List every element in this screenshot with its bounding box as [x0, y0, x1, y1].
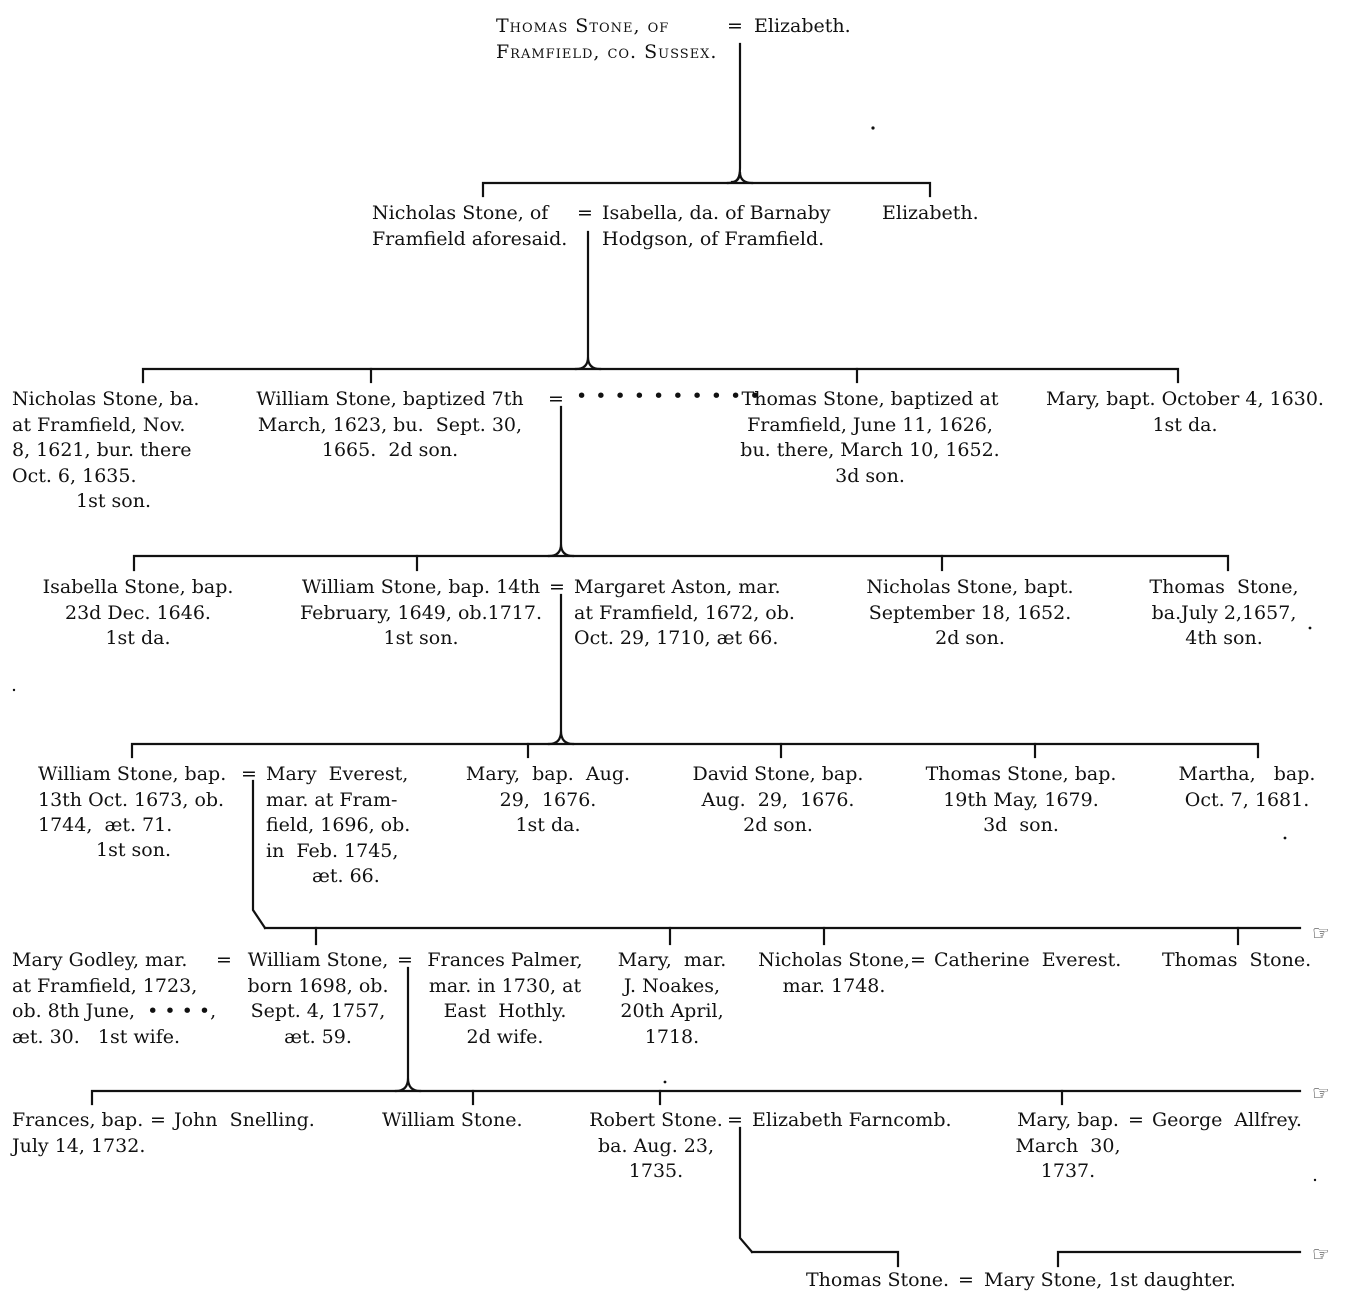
person-william-stone-gen7: William Stone. [382, 1109, 523, 1131]
sibling-bar [90, 1089, 1302, 1106]
person-robert-stone: Robert Stone. ba. Aug. 23, 1735. [589, 1109, 723, 1182]
person-elizabeth-gen2: Elizabeth. [882, 202, 979, 224]
descent-line [251, 779, 267, 930]
person-elizabeth-farncomb: Elizabeth Farncomb. [752, 1109, 952, 1131]
sibling-bar [481, 181, 932, 198]
person-frances-palmer: Frances Palmer, mar. in 1730, at East Ho… [427, 949, 583, 1048]
person-william-stone-gen4: William Stone, bap. 14th February, 1649,… [299, 576, 543, 649]
marriage-symbol: = [727, 15, 743, 37]
person-martha: Martha, bap. Oct. 7, 1681. [1178, 763, 1316, 811]
marriage-symbol: = [241, 763, 257, 785]
continuation-bar [750, 1250, 900, 1268]
marriage-symbol: = [958, 1269, 974, 1291]
person-william-stone-gen5: William Stone, bap. 13th Oct. 1673, ob. … [38, 763, 227, 836]
marriage-symbol: = [216, 949, 232, 971]
person-nicholas-stone-gen3: Nicholas Stone, ba. at Framfield, Nov. 8… [12, 388, 200, 487]
person-thomas-stone-gen3: Thomas Stone, baptized at Framfield, Jun… [740, 388, 1000, 487]
person-nicholas-stone-gen6: Nicholas Stone, mar. 1748. [758, 949, 910, 997]
person-thomas-stone-gen8: Thomas Stone. [806, 1269, 950, 1291]
person-mary-gen5: Mary, bap. Aug. 29, 1676. 1st da. [465, 763, 631, 836]
marriage-symbol: = [577, 202, 593, 224]
person-thomas-stone-gen6: Thomas Stone. [1162, 949, 1312, 971]
rank-label: 1st son. [96, 839, 171, 861]
sibling-bar [130, 742, 1260, 759]
pointing-hand-icon: ☞ [1312, 1242, 1330, 1266]
person-mary-godley: Mary Godley, mar. at Framfield, 1723, ob… [12, 949, 217, 1048]
person-mary-gen3: Mary, bapt. October 4, 1630. 1st da. [1046, 388, 1324, 436]
person-isabella-stone-gen4: Isabella Stone, bap. 23d Dec. 1646. 1st … [42, 576, 234, 649]
sibling-bar [141, 367, 1180, 384]
descent-line [730, 42, 742, 184]
person-david-stone: David Stone, bap. Aug. 29, 1676. 2d son. [692, 763, 864, 836]
person-thomas-stone-gen1: Thomas Stone, of Framfield, co. Sussex. [496, 15, 718, 63]
person-thomas-stone-gen5: Thomas Stone, bap. 19th May, 1679. 3d so… [925, 763, 1117, 836]
brace-join [394, 1077, 422, 1093]
person-catherine-everest: Catherine Everest. [934, 949, 1122, 971]
marriage-symbol: = [397, 949, 413, 971]
person-george-allfrey: George Allfrey. [1152, 1109, 1302, 1131]
pointing-hand-icon: ☞ [1312, 921, 1330, 945]
person-nicholas-stone-gen2: Nicholas Stone, of Framfield aforesaid. [372, 202, 568, 250]
continuation-bar [1056, 1250, 1302, 1268]
brace-join [547, 730, 575, 746]
brace-join [726, 171, 754, 185]
person-frances-gen7: Frances, bap. July 14, 1732. [12, 1109, 146, 1157]
sibling-bar [132, 554, 1230, 572]
person-mary-gen7: Mary, bap. March 30, 1737. [1015, 1109, 1121, 1182]
person-isabella-hodgson: Isabella, da. of Barnaby Hodgson, of Fra… [602, 202, 831, 250]
person-mary-stone-gen8: Mary Stone, 1st daughter. [984, 1269, 1236, 1291]
brace-join [574, 356, 602, 371]
person-john-snelling: John Snelling. [174, 1109, 315, 1131]
person-margaret-aston: Margaret Aston, mar. at Framfield, 1672,… [574, 576, 795, 649]
person-mary-gen6: Mary, mar. J. Noakes, 20th April, 1718. [617, 949, 727, 1048]
person-mary-everest: Mary Everest, mar. at Fram- field, 1696,… [266, 763, 411, 862]
marriage-symbol: = [549, 576, 565, 598]
marriage-symbol: = [150, 1109, 166, 1131]
brace-join [547, 543, 575, 558]
pointing-hand-icon: ☞ [1312, 1081, 1330, 1105]
person-elizabeth-gen1: Elizabeth. [754, 15, 851, 37]
marriage-symbol: = [910, 949, 926, 971]
descent-line [738, 1126, 754, 1254]
person-thomas-stone-gen4: Thomas Stone, ba.July 2,1657, 4th son. [1149, 576, 1299, 649]
person-william-stone-gen6: William Stone, born 1698, ob. Sept. 4, 1… [247, 949, 389, 1048]
rank-label: 1st son. [76, 490, 151, 512]
unknown-spouse-dots: • • • • • • • • • • [576, 385, 762, 407]
marriage-symbol: = [727, 1109, 743, 1131]
person-william-stone-gen3: William Stone, baptized 7th March, 1623,… [256, 388, 524, 461]
person-nicholas-stone-gen4: Nicholas Stone, bapt. September 18, 1652… [866, 576, 1074, 649]
marriage-symbol: = [1128, 1109, 1144, 1131]
age-label: æt. 66. [312, 865, 380, 887]
marriage-symbol: = [548, 388, 564, 410]
